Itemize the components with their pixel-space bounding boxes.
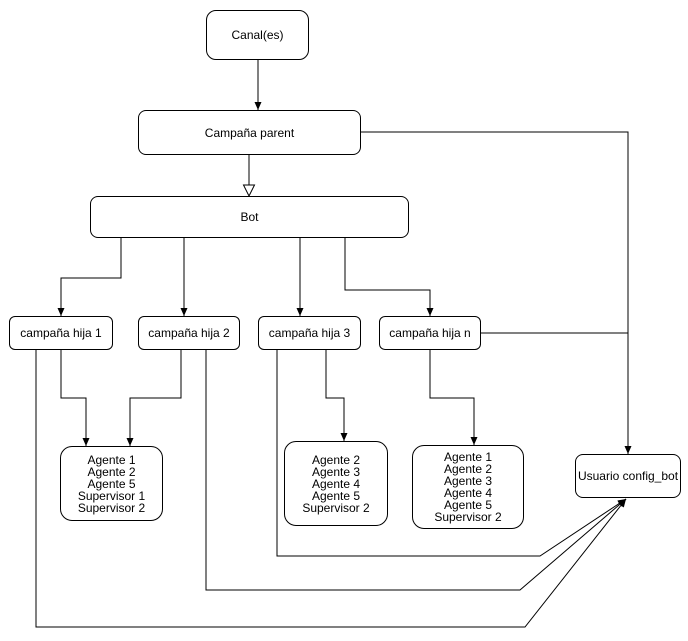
group-1-item: Supervisor 1 bbox=[77, 488, 146, 503]
group-3-item: Agente 4 bbox=[443, 486, 493, 500]
group-3-item: Agente 3 bbox=[443, 474, 493, 488]
group-3-item: Agente 2 bbox=[443, 462, 493, 476]
node-canal: Canal(es) bbox=[206, 10, 309, 60]
group-3-item: Agente 1 bbox=[443, 450, 493, 464]
edge-hija2-group1 bbox=[126, 350, 182, 446]
node-campana-hija-1-label: campaña hija 1 bbox=[20, 326, 102, 340]
group-1-item: Supervisor 2 bbox=[77, 500, 146, 515]
edge-parent-usuario bbox=[361, 131, 632, 454]
edge-hija1-group1 bbox=[60, 350, 90, 446]
group-2-item: Supervisor 2 bbox=[302, 500, 370, 515]
node-bot: Bot bbox=[90, 196, 409, 238]
group-1-item: Agente 2 bbox=[87, 464, 136, 479]
node-campana-hija-3: campaña hija 3 bbox=[258, 316, 361, 350]
node-campana-hija-n-label: campaña hija n bbox=[389, 326, 471, 340]
edge-bot-hija1 bbox=[57, 238, 122, 316]
node-group-2: Agente 2 Agente 3 Agente 4 Agente 5 Supe… bbox=[284, 441, 388, 526]
group-1-item: Agente 5 bbox=[87, 476, 136, 491]
edge-hijan-group3 bbox=[429, 350, 478, 445]
group-2-item: Agente 2 bbox=[311, 452, 361, 467]
group-1-item: Agente 1 bbox=[87, 452, 136, 467]
node-group-3: Agente 1 Agente 2 Agente 3 Agente 4 Agen… bbox=[412, 445, 524, 529]
node-campana-hija-1: campaña hija 1 bbox=[9, 316, 113, 350]
node-campana-parent-label: Campaña parent bbox=[204, 125, 295, 140]
edge-hija3-group2 bbox=[325, 350, 348, 441]
group-3-item: Supervisor 2 bbox=[434, 510, 502, 524]
group-2-item: Agente 5 bbox=[311, 488, 361, 503]
node-usuario-config-bot-label: Usuario config_bot bbox=[577, 469, 679, 483]
node-group-1: Agente 1 Agente 2 Agente 5 Supervisor 1 … bbox=[60, 446, 163, 521]
group-2-item: Agente 4 bbox=[311, 476, 361, 491]
group-3-item: Agente 5 bbox=[443, 498, 493, 512]
node-campana-hija-3-label: campaña hija 3 bbox=[268, 326, 351, 340]
node-campana-hija-2-label: campaña hija 2 bbox=[148, 326, 230, 340]
node-campana-hija-2: campaña hija 2 bbox=[138, 316, 240, 350]
edge-hija2-usuario bbox=[205, 350, 627, 591]
node-campana-parent: Campaña parent bbox=[138, 110, 361, 155]
edge-hija3-usuario bbox=[276, 350, 627, 557]
node-bot-label: Bot bbox=[240, 210, 259, 224]
node-campana-hija-n: campaña hija n bbox=[379, 316, 481, 350]
node-usuario-config-bot: Usuario config_bot bbox=[575, 454, 681, 498]
group-2-item: Agente 3 bbox=[311, 464, 361, 479]
edge-bot-hijan bbox=[344, 238, 434, 316]
edge-hija1-usuario bbox=[35, 350, 627, 628]
node-canal-label: Canal(es) bbox=[231, 28, 284, 42]
